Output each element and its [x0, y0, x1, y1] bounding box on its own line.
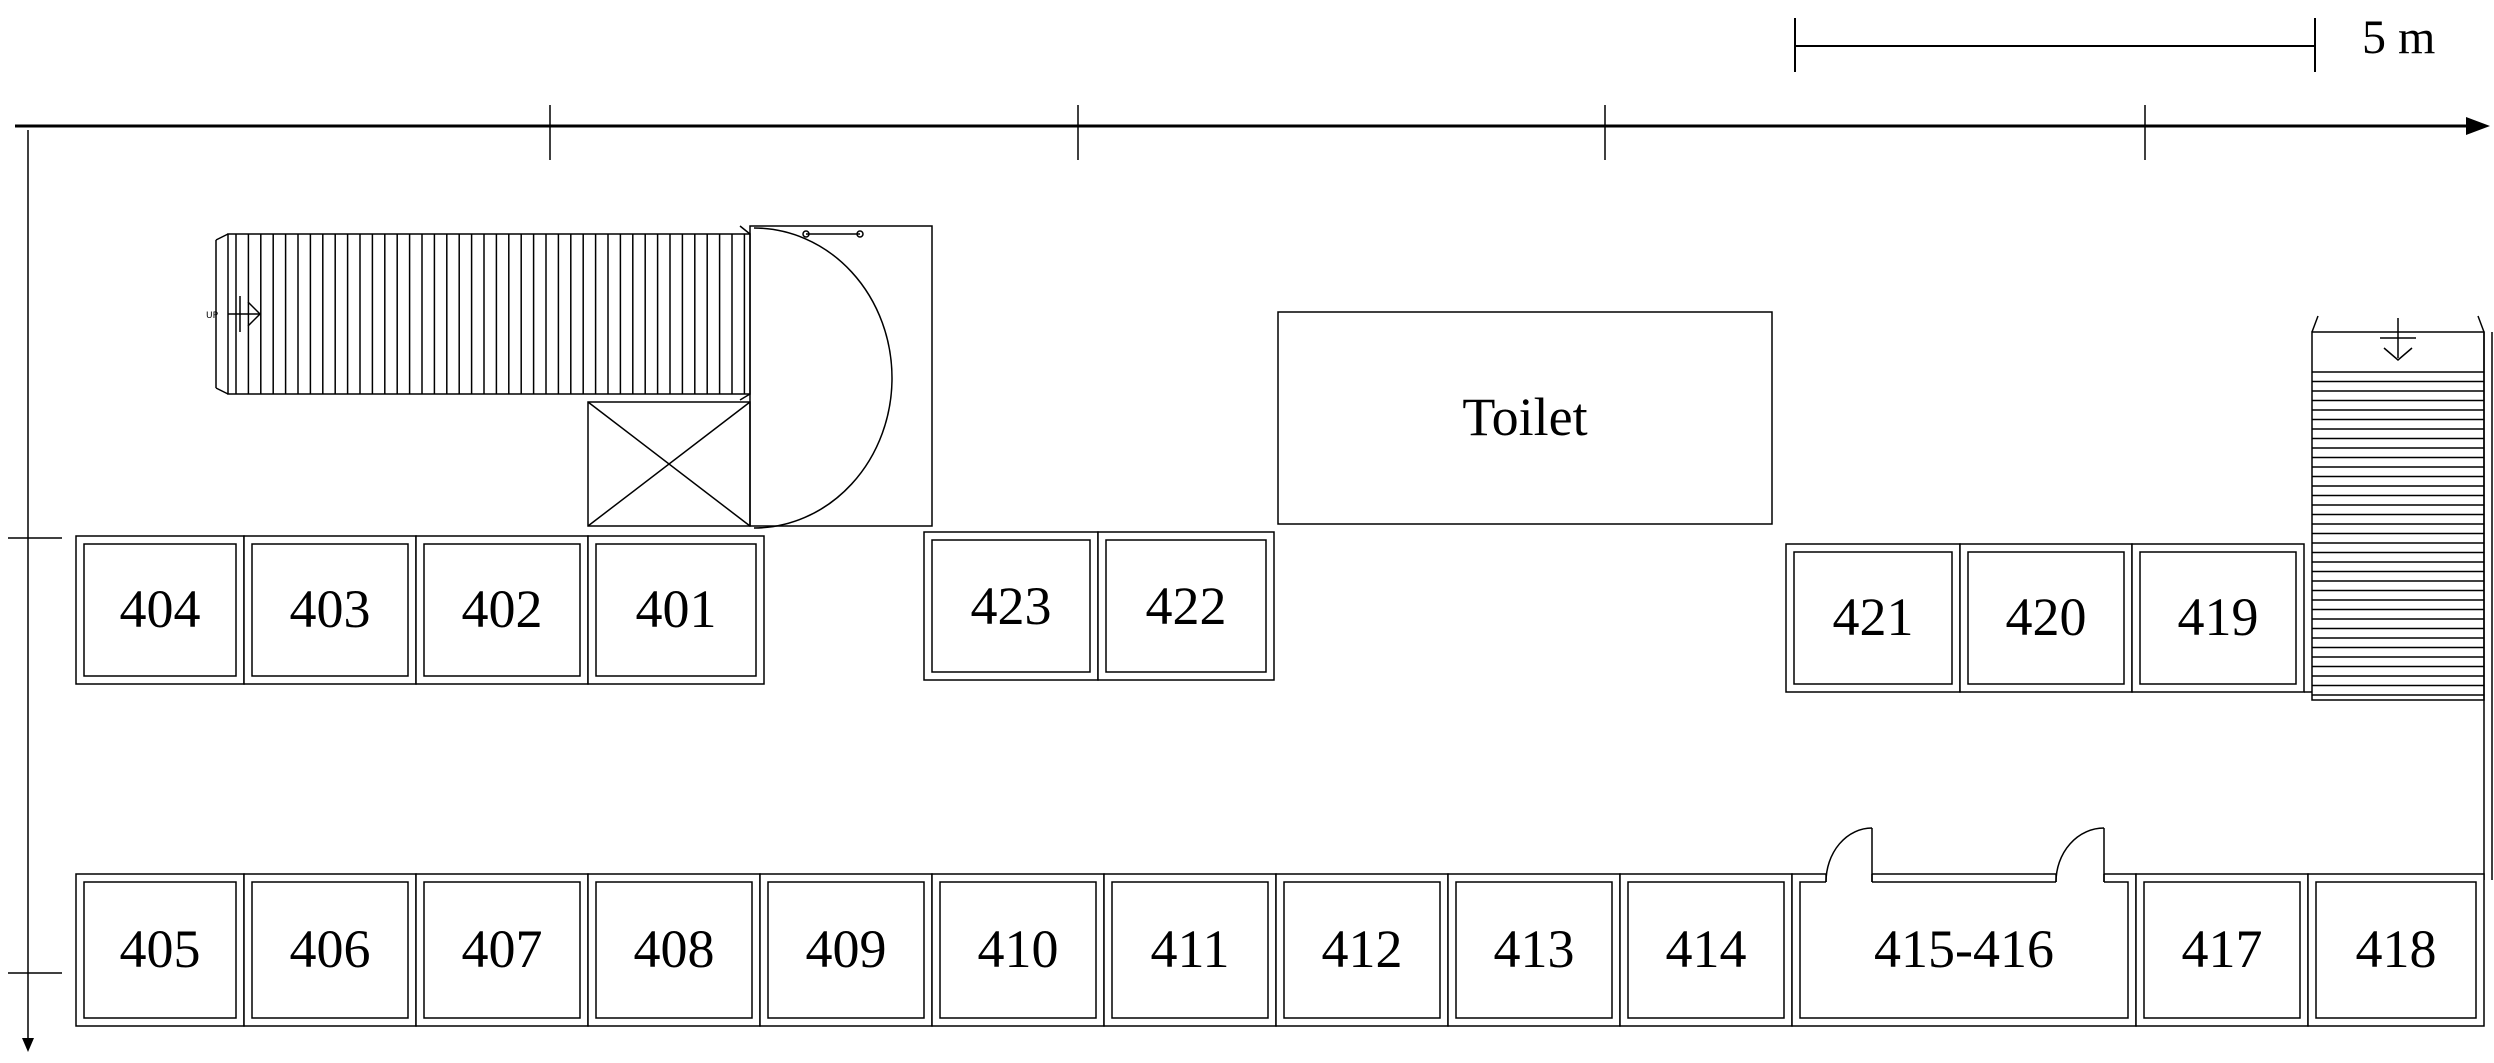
- room-418: 418: [2307, 873, 2485, 1027]
- room-label: 402: [462, 579, 543, 639]
- room-label: 423: [971, 576, 1052, 636]
- x-axis-arrow: [2466, 117, 2490, 135]
- room-402: 402: [415, 535, 589, 685]
- room-409: 409: [759, 873, 933, 1027]
- scale-bar-label: 5 m: [2362, 11, 2435, 64]
- room-404: 404: [75, 535, 245, 685]
- room-label: 417: [2182, 919, 2263, 979]
- x-axis: [15, 105, 2475, 160]
- room-label: 414: [1666, 919, 1747, 979]
- room-label: 408: [634, 919, 715, 979]
- room-label: 421: [1833, 587, 1914, 647]
- room-label: 412: [1322, 919, 1403, 979]
- room-label: 420: [2006, 587, 2087, 647]
- room-label: 406: [290, 919, 371, 979]
- room-421: 421: [1785, 543, 1961, 693]
- y-axis-arrow: [22, 1038, 34, 1052]
- room-423: 423: [923, 531, 1099, 681]
- room-label: 401: [636, 579, 717, 639]
- room-411: 411: [1103, 873, 1277, 1027]
- room-415-416: [1791, 827, 2137, 1027]
- room-label: 413: [1494, 919, 1575, 979]
- room-label: 411: [1151, 919, 1230, 979]
- room-413: 413: [1447, 873, 1621, 1027]
- elevator: [587, 225, 933, 529]
- room-407: 407: [415, 873, 589, 1027]
- room-403: 403: [243, 535, 417, 685]
- room-414: 414: [1619, 873, 1793, 1027]
- y-axis: [8, 130, 62, 1040]
- room-label: 404: [120, 579, 201, 639]
- room-406: 406: [243, 873, 417, 1027]
- room-420: 420: [1959, 543, 2133, 693]
- room-label: 407: [462, 919, 543, 979]
- toilet-label: Toilet: [1462, 387, 1587, 447]
- scale-bar: [1794, 18, 2316, 72]
- room-401: 401: [587, 535, 765, 685]
- room-label: 422: [1146, 576, 1227, 636]
- right-staircase: [2311, 315, 2493, 880]
- room-417: 417: [2135, 873, 2309, 1027]
- toilet-block: [1277, 311, 1773, 525]
- room-label: 415-416: [1874, 919, 2054, 979]
- room-422: 422: [1097, 531, 1275, 681]
- room-label: 410: [978, 919, 1059, 979]
- room-label: 405: [120, 919, 201, 979]
- room-410: 410: [931, 873, 1105, 1027]
- room-label: 409: [806, 919, 887, 979]
- room-label: 418: [2356, 919, 2437, 979]
- room-label: 403: [290, 579, 371, 639]
- room-label: 419: [2178, 587, 2259, 647]
- room-419: 419: [2131, 543, 2305, 693]
- stair-direction-mark-left: UP: [206, 311, 219, 321]
- room-412: 412: [1275, 873, 1449, 1027]
- room-408: 408: [587, 873, 761, 1027]
- left-staircase: [215, 225, 751, 401]
- room-405: 405: [75, 873, 245, 1027]
